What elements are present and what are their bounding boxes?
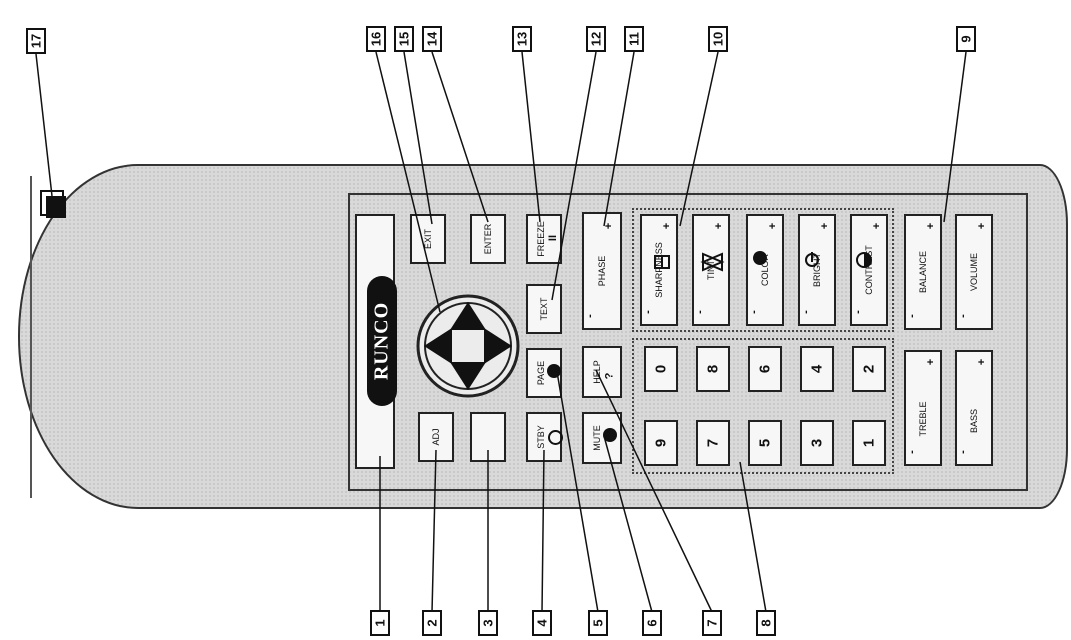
nav-up-arrow-icon bbox=[450, 302, 486, 330]
callout-15: 15 bbox=[394, 26, 414, 52]
color-icon bbox=[753, 251, 767, 265]
bass-button[interactable]: BASS - + bbox=[955, 350, 993, 466]
digit-7-button[interactable]: 7 bbox=[696, 420, 730, 466]
digit-2-button[interactable]: 2 bbox=[852, 346, 886, 392]
sharpness-button[interactable]: SHARPNESS - + bbox=[640, 214, 678, 326]
callout-12: 12 bbox=[586, 26, 606, 52]
picture-adjust-group bbox=[632, 208, 894, 332]
callout-6: 6 bbox=[642, 610, 662, 636]
callout-2: 2 bbox=[422, 610, 442, 636]
digit-9-button[interactable]: 9 bbox=[644, 420, 678, 466]
ir-emitter-shadow bbox=[46, 196, 66, 218]
digit-4-button[interactable]: 4 bbox=[800, 346, 834, 392]
phase-button[interactable]: PHASE - + bbox=[582, 212, 622, 330]
callout-14: 14 bbox=[422, 26, 442, 52]
digit-0-button[interactable]: 0 bbox=[644, 346, 678, 392]
callout-1: 1 bbox=[370, 610, 390, 636]
callout-11: 11 bbox=[624, 26, 644, 52]
nav-right-arrow-icon bbox=[484, 328, 512, 364]
sharpness-icon bbox=[654, 255, 670, 269]
balance-button[interactable]: BALANCE - + bbox=[904, 214, 942, 330]
remote-edge-line bbox=[30, 176, 32, 498]
tint-button[interactable]: TINT - + bbox=[692, 214, 730, 326]
contrast-icon bbox=[856, 252, 872, 268]
help-button[interactable]: HELP ? bbox=[582, 346, 622, 398]
runco-logo: RUNCO bbox=[367, 276, 397, 406]
digit-3-button[interactable]: 3 bbox=[800, 420, 834, 466]
number-keypad-group bbox=[632, 338, 894, 474]
callout-3: 3 bbox=[478, 610, 498, 636]
enter-button[interactable]: ENTER bbox=[470, 214, 506, 264]
digit-8-button[interactable]: 8 bbox=[696, 346, 730, 392]
tint-icon bbox=[700, 252, 725, 272]
freeze-button[interactable]: FREEZE II bbox=[526, 214, 562, 264]
bright-icon bbox=[805, 252, 819, 267]
callout-8: 8 bbox=[756, 610, 776, 636]
callout-10: 10 bbox=[708, 26, 728, 52]
mute-indicator-icon bbox=[603, 428, 617, 442]
callout-9: 9 bbox=[956, 26, 976, 52]
nav-down-arrow-icon bbox=[450, 362, 486, 390]
digit-6-button[interactable]: 6 bbox=[748, 346, 782, 392]
digit-1-button[interactable]: 1 bbox=[852, 420, 886, 466]
digit-5-button[interactable]: 5 bbox=[748, 420, 782, 466]
button-panel bbox=[348, 193, 1028, 491]
power-icon bbox=[548, 430, 563, 445]
callout-7: 7 bbox=[702, 610, 722, 636]
bright-button[interactable]: BRIGHT - + bbox=[798, 214, 836, 326]
nav-left-arrow-icon bbox=[424, 328, 452, 364]
color-button[interactable]: COLOR - + bbox=[746, 214, 784, 326]
volume-button[interactable]: VOLUME - + bbox=[955, 214, 993, 330]
callout-17: 17 bbox=[26, 28, 46, 54]
callout-4: 4 bbox=[532, 610, 552, 636]
contrast-button[interactable]: CONTRAST - + bbox=[850, 214, 888, 326]
treble-button[interactable]: TREBLE - + bbox=[904, 350, 942, 466]
callout-13: 13 bbox=[512, 26, 532, 52]
callout-16: 16 bbox=[366, 26, 386, 52]
text-button[interactable]: TEXT bbox=[526, 284, 562, 334]
callout-5: 5 bbox=[588, 610, 608, 636]
